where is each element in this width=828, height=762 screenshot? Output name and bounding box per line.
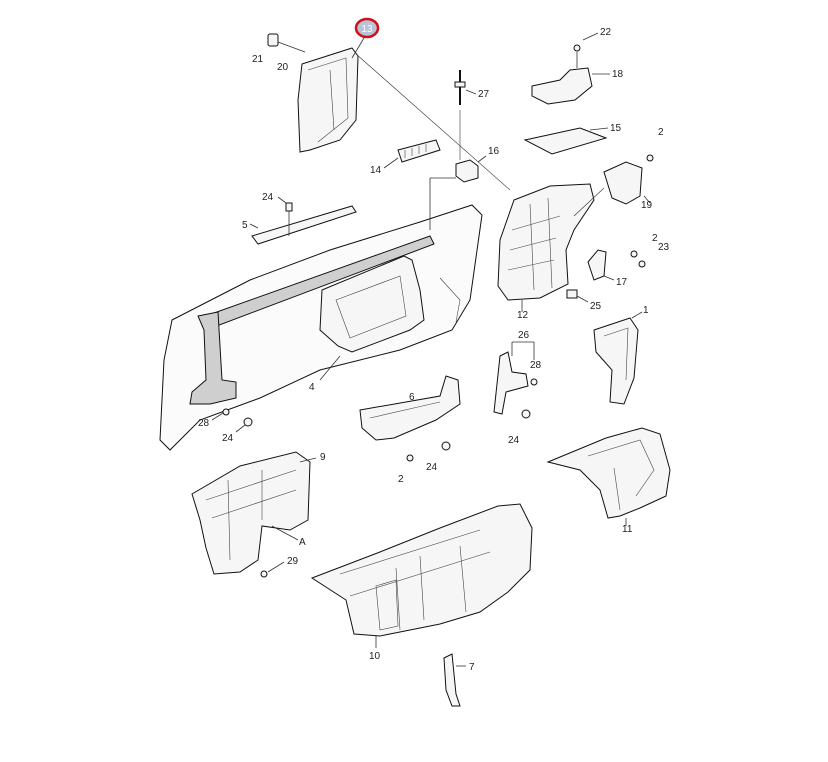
callout-15: 15 <box>610 123 622 134</box>
callout-24-left: 24 <box>222 433 234 444</box>
callout-22: 22 <box>600 27 612 38</box>
callout-20: 20 <box>277 62 289 73</box>
callout-18: 18 <box>612 69 624 80</box>
callout-28-left: 28 <box>198 418 210 429</box>
part-14-connector <box>383 139 441 169</box>
part-21-clip <box>267 33 306 53</box>
part-5-strip <box>249 196 357 245</box>
callout-19: 19 <box>641 200 653 211</box>
part-4-dash-structure <box>159 53 511 451</box>
callout-14: 14 <box>370 165 382 176</box>
callout-13-highlight[interactable]: 13 <box>354 17 380 39</box>
callout-5: 5 <box>242 220 248 231</box>
part-16-block <box>455 155 487 183</box>
callout-10: 10 <box>369 651 381 662</box>
part-1-side-bracket <box>593 311 643 405</box>
part-10-dash-panel <box>310 503 533 648</box>
callout-2-top: 2 <box>658 127 664 138</box>
part-25-clip <box>566 289 589 303</box>
callout-13-label: 13 <box>361 24 373 35</box>
callout-A: A <box>299 537 306 548</box>
part-7-strip <box>443 653 466 707</box>
callout-1: 1 <box>643 305 649 316</box>
callout-2-mid: 2 <box>652 233 658 244</box>
callout-4: 4 <box>309 382 315 393</box>
part-13-duct <box>297 37 365 153</box>
part-17-bracket <box>587 249 646 281</box>
part-11-panel <box>546 427 671 526</box>
callout-27: 27 <box>478 89 490 100</box>
callout-29: 29 <box>287 556 299 567</box>
callout-21: 21 <box>252 54 264 65</box>
part-28-24-screws-left <box>211 408 253 433</box>
callout-12: 12 <box>517 310 529 321</box>
part-26-bracket <box>493 341 538 419</box>
callout-24-top: 24 <box>262 192 274 203</box>
callout-2-center: 2 <box>398 474 404 485</box>
callout-28-right: 28 <box>530 360 542 371</box>
callout-24-right: 24 <box>508 435 520 446</box>
callout-23: 23 <box>658 242 670 253</box>
callout-11: 11 <box>622 524 633 535</box>
part-19-bracket <box>573 154 654 217</box>
part-9-carrier <box>191 451 317 578</box>
callout-9: 9 <box>320 452 326 463</box>
callout-6: 6 <box>409 392 415 403</box>
callout-17: 17 <box>616 277 628 288</box>
callout-26: 26 <box>518 330 530 341</box>
callout-7: 7 <box>469 662 475 673</box>
callout-25: 25 <box>590 301 602 312</box>
part-27-bolt <box>454 70 477 105</box>
part-12-module <box>497 183 595 312</box>
part-6-bracket <box>359 375 461 462</box>
part-15-plate <box>523 127 609 155</box>
callout-16: 16 <box>488 146 500 157</box>
callout-labels: 21 20 22 18 27 15 2 16 14 19 24 5 23 2 1… <box>198 27 670 673</box>
callout-24-center: 24 <box>426 462 438 473</box>
part-18-bracket <box>531 32 610 105</box>
